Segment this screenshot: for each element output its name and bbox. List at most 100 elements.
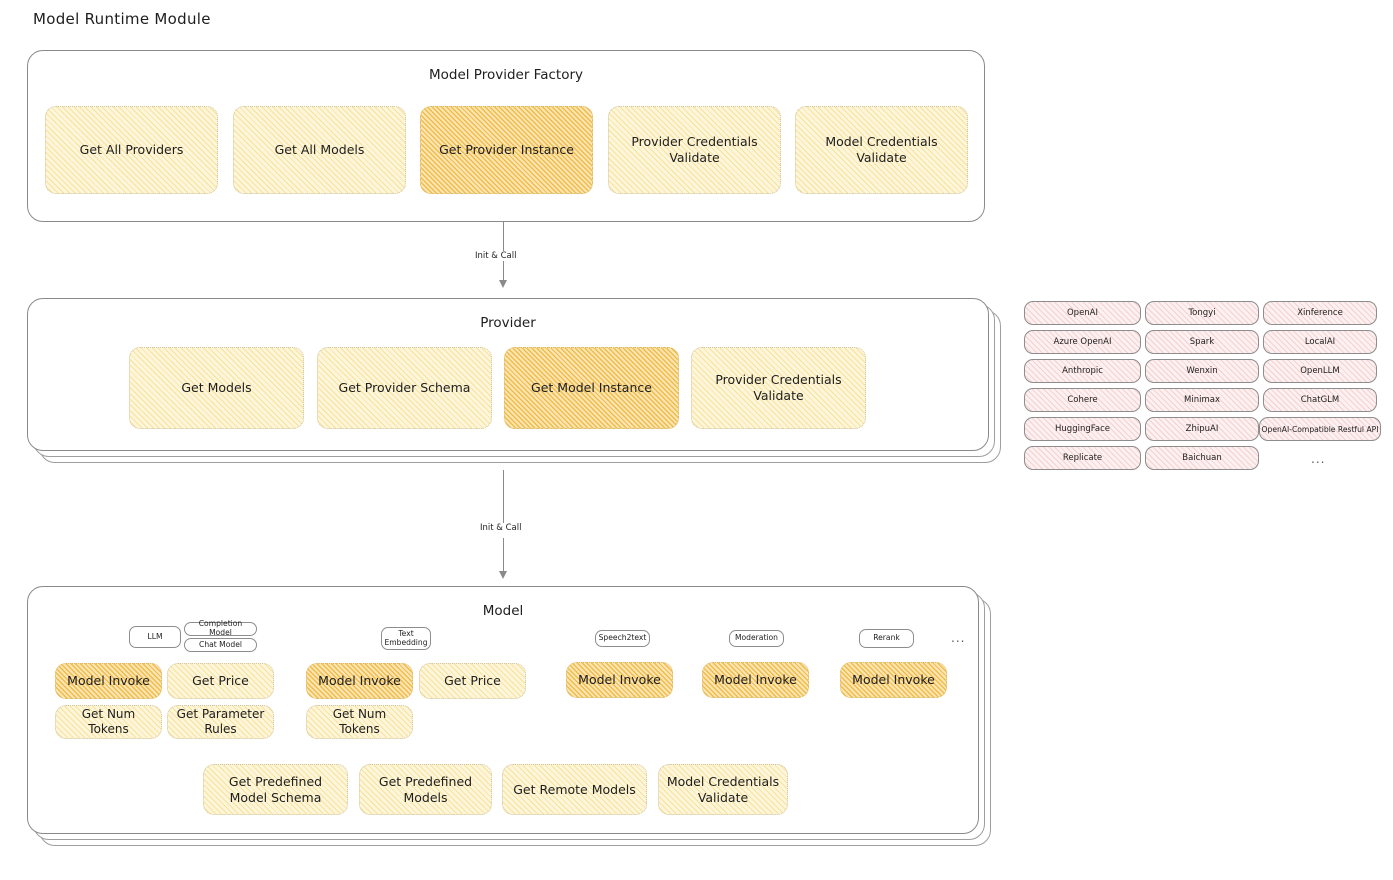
- moderation-method-model-invoke[interactable]: Model Invoke: [702, 662, 809, 698]
- provider-method-get-models[interactable]: Get Models: [129, 347, 304, 429]
- model-types-more-ellipsis: ...: [951, 631, 966, 645]
- arrow-factory-to-provider-head: [498, 280, 507, 288]
- llm-method-label: Get Price: [192, 673, 249, 689]
- factory-method-get-all-providers[interactable]: Get All Providers: [45, 106, 218, 194]
- llm-method-model-invoke[interactable]: Model Invoke: [55, 663, 162, 699]
- provider-chip-zhipuai[interactable]: ZhipuAI: [1145, 417, 1259, 441]
- provider-chip-openai[interactable]: OpenAI: [1024, 301, 1141, 325]
- factory-method-get-all-models[interactable]: Get All Models: [233, 106, 406, 194]
- provider-method-get-model-instance[interactable]: Get Model Instance: [504, 347, 679, 429]
- provider-chip-cohere[interactable]: Cohere: [1024, 388, 1141, 412]
- model-common-method-label: Model Credentials Validate: [666, 773, 780, 805]
- model-provider-factory-title: Model Provider Factory: [428, 67, 583, 83]
- provider-chip-anthropic[interactable]: Anthropic: [1024, 359, 1141, 383]
- model-type-tag-llm[interactable]: LLM: [129, 626, 181, 648]
- model-common-method-label: Get Predefined Models: [378, 773, 473, 805]
- provider-chip-label: OpenAI-Compatible Restful API: [1261, 424, 1379, 434]
- arrow-provider-to-model-head: [498, 571, 507, 579]
- model-common-method-get-predefined-model-schema[interactable]: Get Predefined Model Schema: [203, 764, 348, 815]
- speech2text-method-model-invoke[interactable]: Model Invoke: [566, 662, 673, 698]
- model-type-tag-speech2text[interactable]: Speech2text: [595, 630, 650, 647]
- provider-chip-label: HuggingFace: [1055, 424, 1110, 434]
- factory-method-model-credentials-validate[interactable]: Model Credentials Validate: [795, 106, 968, 194]
- text-embedding-method-label: Get Price: [444, 673, 501, 689]
- provider-chip-label: LocalAI: [1304, 337, 1336, 347]
- provider-chip-chatglm[interactable]: ChatGLM: [1263, 388, 1377, 412]
- model-common-method-model-credentials-validate[interactable]: Model Credentials Validate: [658, 764, 788, 815]
- llm-method-label: Get Num Tokens: [81, 707, 136, 736]
- provider-chip-label: Azure OpenAI: [1053, 337, 1112, 347]
- factory-method-get-provider-instance[interactable]: Get Provider Instance: [420, 106, 593, 194]
- arrow-factory-to-provider-label: Init & Call: [472, 251, 520, 261]
- provider-chip-replicate[interactable]: Replicate: [1024, 446, 1141, 470]
- arrow-provider-to-model-line-bottom: [503, 538, 504, 573]
- text-embedding-method-label: Get Num Tokens: [332, 707, 387, 736]
- provider-chip-spark[interactable]: Spark: [1145, 330, 1259, 354]
- provider-chip-label: Wenxin: [1186, 366, 1218, 376]
- text-embedding-method-label: Model Invoke: [318, 673, 401, 689]
- provider-chip-label: Tongyi: [1188, 308, 1216, 318]
- model-type-tag-label: LLM: [147, 631, 163, 641]
- model-common-method-get-remote-models[interactable]: Get Remote Models: [502, 764, 647, 815]
- model-type-tag-text-embedding[interactable]: Text Embedding: [381, 627, 431, 650]
- model-common-method-label: Get Predefined Model Schema: [228, 773, 323, 805]
- provider-method-get-provider-schema[interactable]: Get Provider Schema: [317, 347, 492, 429]
- provider-chip-label: Minimax: [1184, 395, 1220, 405]
- provider-chip-xinference[interactable]: Xinference: [1263, 301, 1377, 325]
- rerank-method-label: Model Invoke: [852, 672, 935, 688]
- model-title: Model: [482, 603, 524, 619]
- provider-chip-openllm[interactable]: OpenLLM: [1263, 359, 1377, 383]
- provider-method-label: Get Provider Schema: [338, 380, 471, 396]
- provider-chip-minimax[interactable]: Minimax: [1145, 388, 1259, 412]
- page-title: Model Runtime Module: [33, 10, 211, 28]
- llm-method-get-price[interactable]: Get Price: [167, 663, 274, 699]
- factory-method-label: Get All Providers: [79, 142, 184, 158]
- provider-chip-azure-openai[interactable]: Azure OpenAI: [1024, 330, 1141, 354]
- factory-method-label: Model Credentials Validate: [825, 134, 938, 165]
- provider-chip-huggingface[interactable]: HuggingFace: [1024, 417, 1141, 441]
- text-embedding-method-get-num-tokens[interactable]: Get Num Tokens: [306, 705, 413, 739]
- model-type-tag-rerank[interactable]: Rerank: [859, 629, 914, 648]
- model-subtag-completion-model[interactable]: Completion Model: [184, 619, 257, 637]
- model-type-tag-label: Text Embedding: [384, 628, 428, 647]
- model-type-tag-label: Moderation: [734, 633, 778, 643]
- provider-chip-tongyi[interactable]: Tongyi: [1145, 301, 1259, 325]
- speech2text-method-label: Model Invoke: [578, 672, 661, 688]
- provider-chip-label: OpenLLM: [1300, 366, 1340, 376]
- provider-chip-localai[interactable]: LocalAI: [1263, 330, 1377, 354]
- provider-chip-label: ChatGLM: [1300, 395, 1340, 405]
- provider-chip-label: Anthropic: [1062, 366, 1103, 376]
- provider-chip-wenxin[interactable]: Wenxin: [1145, 359, 1259, 383]
- llm-method-get-num-tokens[interactable]: Get Num Tokens: [55, 705, 162, 739]
- provider-chip-openai-compatible-restful-api[interactable]: OpenAI-Compatible Restful API: [1259, 417, 1381, 441]
- provider-chip-label: Baichuan: [1182, 453, 1222, 463]
- factory-method-label: Get All Models: [274, 142, 365, 158]
- model-common-method-get-predefined-models[interactable]: Get Predefined Models: [359, 764, 492, 815]
- model-type-tag-moderation[interactable]: Moderation: [729, 630, 784, 647]
- factory-method-provider-credentials-validate[interactable]: Provider Credentials Validate: [608, 106, 781, 194]
- provider-method-label: Provider Credentials Validate: [715, 372, 842, 403]
- provider-method-label: Get Model Instance: [531, 380, 652, 396]
- provider-chip-label: Replicate: [1062, 453, 1103, 463]
- text-embedding-method-get-price[interactable]: Get Price: [419, 663, 526, 699]
- model-subtag-label: Completion Model: [198, 619, 243, 637]
- model-common-method-label: Get Remote Models: [513, 781, 636, 797]
- provider-method-provider-credentials-validate[interactable]: Provider Credentials Validate: [691, 347, 866, 429]
- moderation-method-label: Model Invoke: [714, 672, 797, 688]
- provider-chip-label: Xinference: [1297, 308, 1343, 318]
- llm-method-label: Model Invoke: [67, 673, 150, 689]
- provider-chip-baichuan[interactable]: Baichuan: [1145, 446, 1259, 470]
- provider-chip-label: Spark: [1189, 337, 1215, 347]
- llm-method-label: Get Parameter Rules: [176, 707, 265, 736]
- model-subtag-label: Chat Model: [199, 639, 242, 649]
- model-subtag-chat-model[interactable]: Chat Model: [184, 638, 257, 652]
- text-embedding-method-model-invoke[interactable]: Model Invoke: [306, 663, 413, 699]
- rerank-method-model-invoke[interactable]: Model Invoke: [840, 662, 947, 698]
- provider-list-more-ellipsis: ...: [1311, 452, 1326, 466]
- provider-chip-label: OpenAI: [1066, 308, 1099, 318]
- llm-method-get-parameter-rules[interactable]: Get Parameter Rules: [167, 705, 274, 739]
- provider-chip-label: ZhipuAI: [1185, 424, 1219, 434]
- model-type-tag-label: Speech2text: [598, 633, 647, 643]
- arrow-provider-to-model-line-top: [503, 470, 504, 523]
